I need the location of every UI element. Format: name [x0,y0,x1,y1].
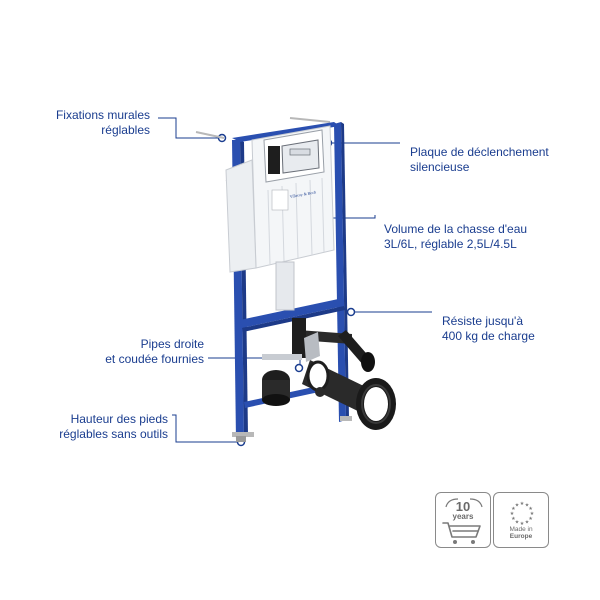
callout-pipes-line2: et coudée fournies [105,352,204,366]
callout-load-line1: Résiste jusqu'à [442,314,523,328]
eu-star: ★ [528,516,533,522]
eu-star: ★ [511,506,516,512]
shopping-cart-icon [442,498,483,544]
eu-stars-icon: ★★★★★★★★★★★★ [510,501,535,527]
eu-star: ★ [520,501,525,507]
eu-star: ★ [511,516,516,522]
callout-flush-plate-line1: Plaque de déclenchement [410,145,549,159]
callout-wall-fixings: Fixations murales réglables [40,108,150,138]
warranty-number: 10 [455,499,471,514]
origin-line1: Made in [509,526,533,533]
callout-flush-plate-line2: silencieuse [410,160,470,174]
callout-cistern-volume: Volume de la chasse d'eau 3L/6L, réglabl… [384,222,584,252]
eu-star: ★ [525,520,530,526]
installation-frame [195,117,352,442]
leader-feet [172,414,240,443]
callout-feet: Hauteur des pieds réglables sans outils [40,412,168,442]
callout-wall-fixings-line2: réglables [101,123,150,137]
eu-star: ★ [528,506,533,512]
eu-star: ★ [520,521,525,527]
dot-pipes [294,363,304,373]
eu-star: ★ [515,520,520,526]
origin-text: Made in Europe [494,526,548,540]
callout-feet-line2: réglables sans outils [59,427,168,441]
callout-wall-fixings-line1: Fixations murales [55,108,150,122]
leader-wall-fixings [158,117,220,139]
callout-cistern-volume-line2: 3L/6L, réglable 2,5L/4.5L [384,237,517,251]
eu-star: ★ [530,511,535,517]
eu-star: ★ [515,502,520,508]
origin-line2: Europe [509,533,533,540]
eu-star: ★ [510,511,515,517]
cistern-brand: Villeroy & Boch [289,189,316,199]
warranty-badge: 10 years [435,492,491,548]
callout-pipes: Pipes droite et coudée fournies [80,337,204,367]
callout-flush-plate: Plaque de déclenchement silencieuse [410,145,590,175]
callout-pipes-line1: Pipes droite [140,337,204,351]
dot-load [346,307,356,317]
cistern [225,125,335,311]
warranty-unit: years [452,512,474,521]
callout-feet-line1: Hauteur des pieds [70,412,168,426]
callout-cistern-volume-line1: Volume de la chasse d'eau [384,222,528,236]
made-in-europe-badge: ★★★★★★★★★★★★ Made in Europe [493,492,549,548]
callout-load: Résiste jusqu'à 400 kg de charge [442,314,582,344]
eu-star: ★ [525,502,530,508]
callout-load-line2: 400 kg de charge [442,329,535,343]
pipes [262,318,396,430]
